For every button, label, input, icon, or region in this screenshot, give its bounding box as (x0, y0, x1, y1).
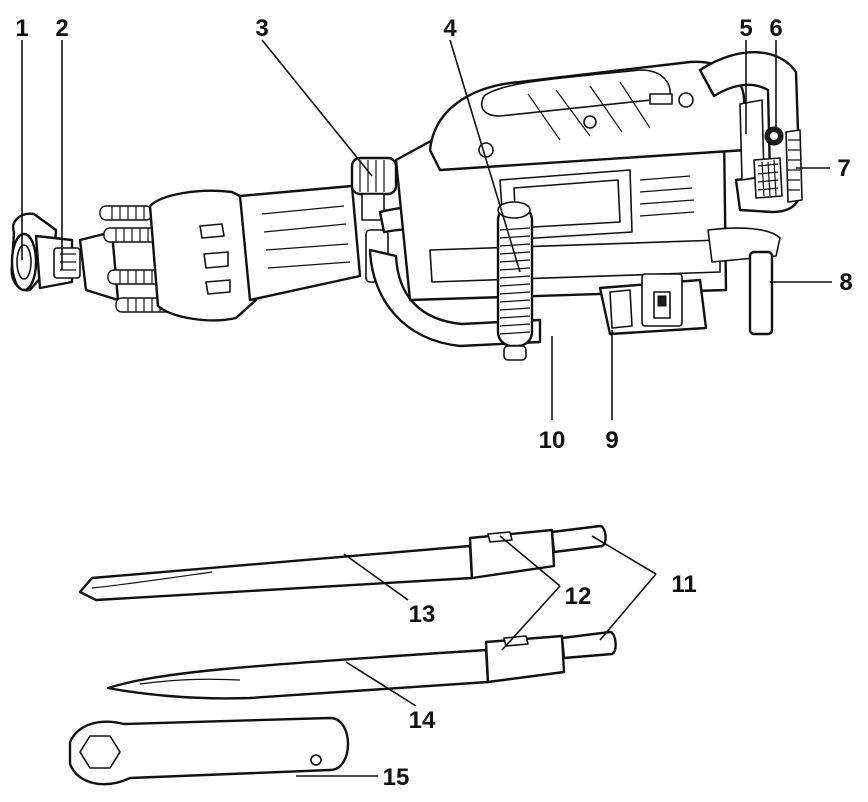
callout-7: 7 (837, 155, 850, 182)
callout-8: 8 (839, 269, 852, 296)
callout-9: 9 (605, 427, 618, 454)
tool-holder-chuck (10, 212, 81, 292)
callout-14: 14 (409, 707, 436, 734)
point-chisel (106, 630, 617, 700)
callout-13: 13 (409, 601, 436, 628)
rear-handle (698, 51, 803, 214)
flat-chisel (78, 524, 607, 602)
callout-6: 6 (769, 15, 782, 42)
callout-15: 15 (383, 764, 410, 791)
callout-10: 10 (539, 427, 566, 454)
spring-collar (78, 205, 173, 313)
wrench (68, 716, 350, 786)
front-housing (148, 184, 362, 322)
callout-numbers: 1 2 3 4 5 6 7 8 9 10 11 12 13 14 15 (15, 15, 852, 791)
callout-3: 3 (255, 15, 268, 42)
stand-leg (748, 250, 774, 336)
callout-5: 5 (739, 15, 752, 42)
callout-1: 1 (15, 15, 28, 42)
switch-box (598, 273, 708, 336)
callout-2: 2 (55, 15, 68, 42)
main-body (394, 60, 781, 302)
demolition-hammer (10, 51, 803, 361)
callout-12: 12 (565, 583, 592, 610)
callout-4: 4 (443, 15, 457, 42)
side-grip (496, 201, 534, 361)
spring-bolts (99, 205, 173, 313)
callout-11: 11 (671, 571, 696, 598)
leader-lines (21, 39, 832, 777)
rear-grip-texture (753, 129, 803, 203)
